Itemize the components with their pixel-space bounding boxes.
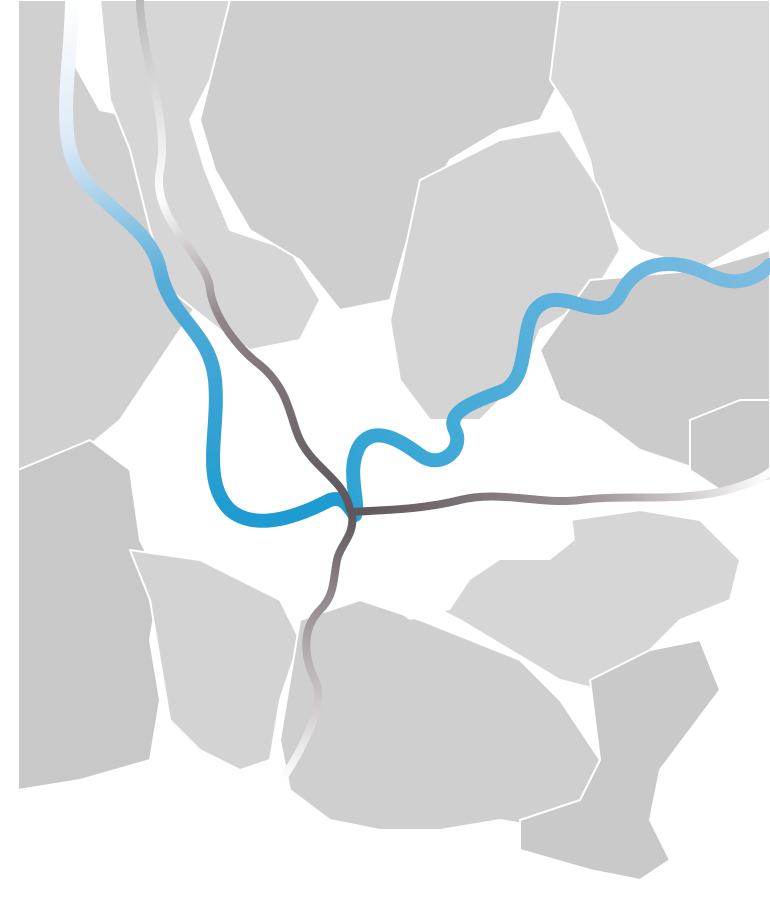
regions-layer <box>17 0 770 881</box>
route-south <box>278 511 357 784</box>
route-north <box>136 0 354 514</box>
route-east <box>348 468 770 516</box>
region-peninsula <box>519 639 721 881</box>
routes-layer <box>136 0 770 784</box>
river-main <box>59 0 362 528</box>
region-far-east <box>689 399 770 491</box>
river-east <box>346 257 770 522</box>
region-south-central <box>129 549 301 771</box>
region-southwest <box>17 439 161 791</box>
river-layer <box>59 0 770 528</box>
